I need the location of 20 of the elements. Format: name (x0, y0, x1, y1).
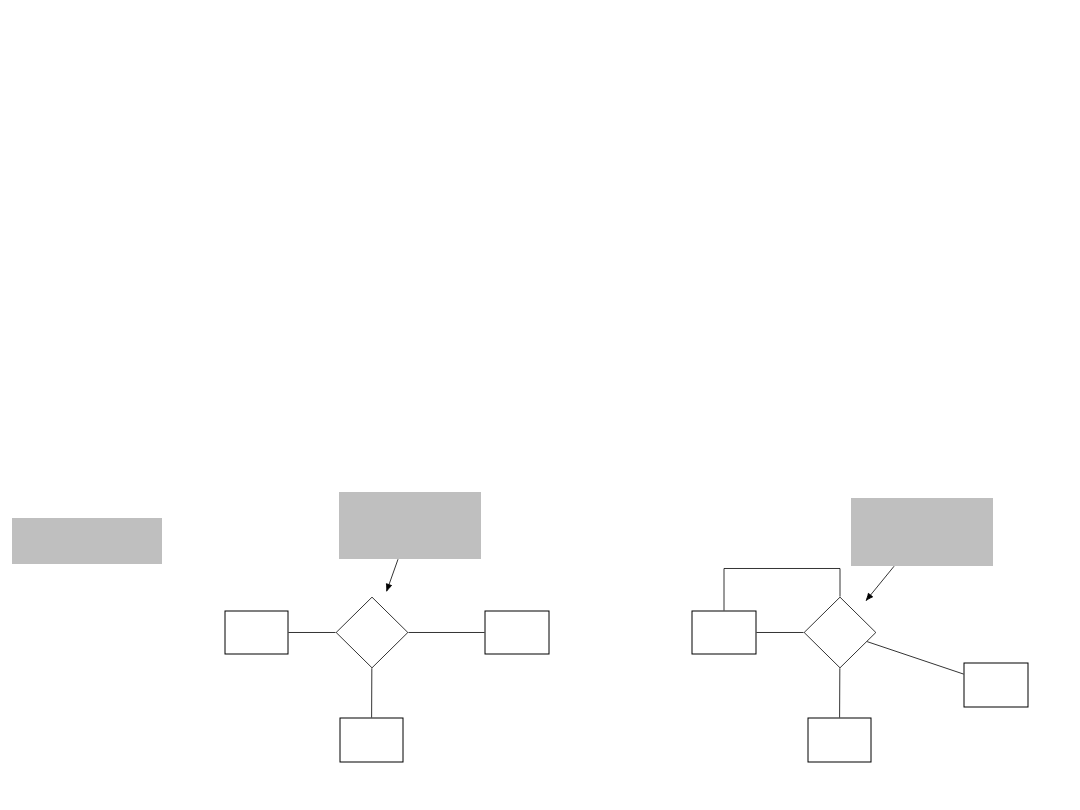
entity-box (963, 662, 1029, 708)
connector-line (866, 641, 964, 675)
entity-box (339, 717, 404, 763)
connector-line (756, 632, 804, 633)
connector-line (288, 632, 336, 633)
connector-line (371, 667, 373, 718)
relationship-diamond (803, 596, 877, 669)
leader-arrow (386, 558, 399, 592)
entity-box (224, 610, 289, 655)
connector-line (408, 632, 485, 633)
connector-line (723, 568, 841, 611)
entity-box (484, 610, 550, 655)
leader-arrow (865, 565, 895, 601)
callout-box (851, 498, 993, 566)
entity-box (807, 717, 872, 763)
callout-box (339, 492, 481, 559)
relationship-diamond (335, 596, 409, 669)
connector-line (839, 667, 841, 718)
callout-box (12, 518, 162, 564)
entity-box (691, 610, 757, 655)
